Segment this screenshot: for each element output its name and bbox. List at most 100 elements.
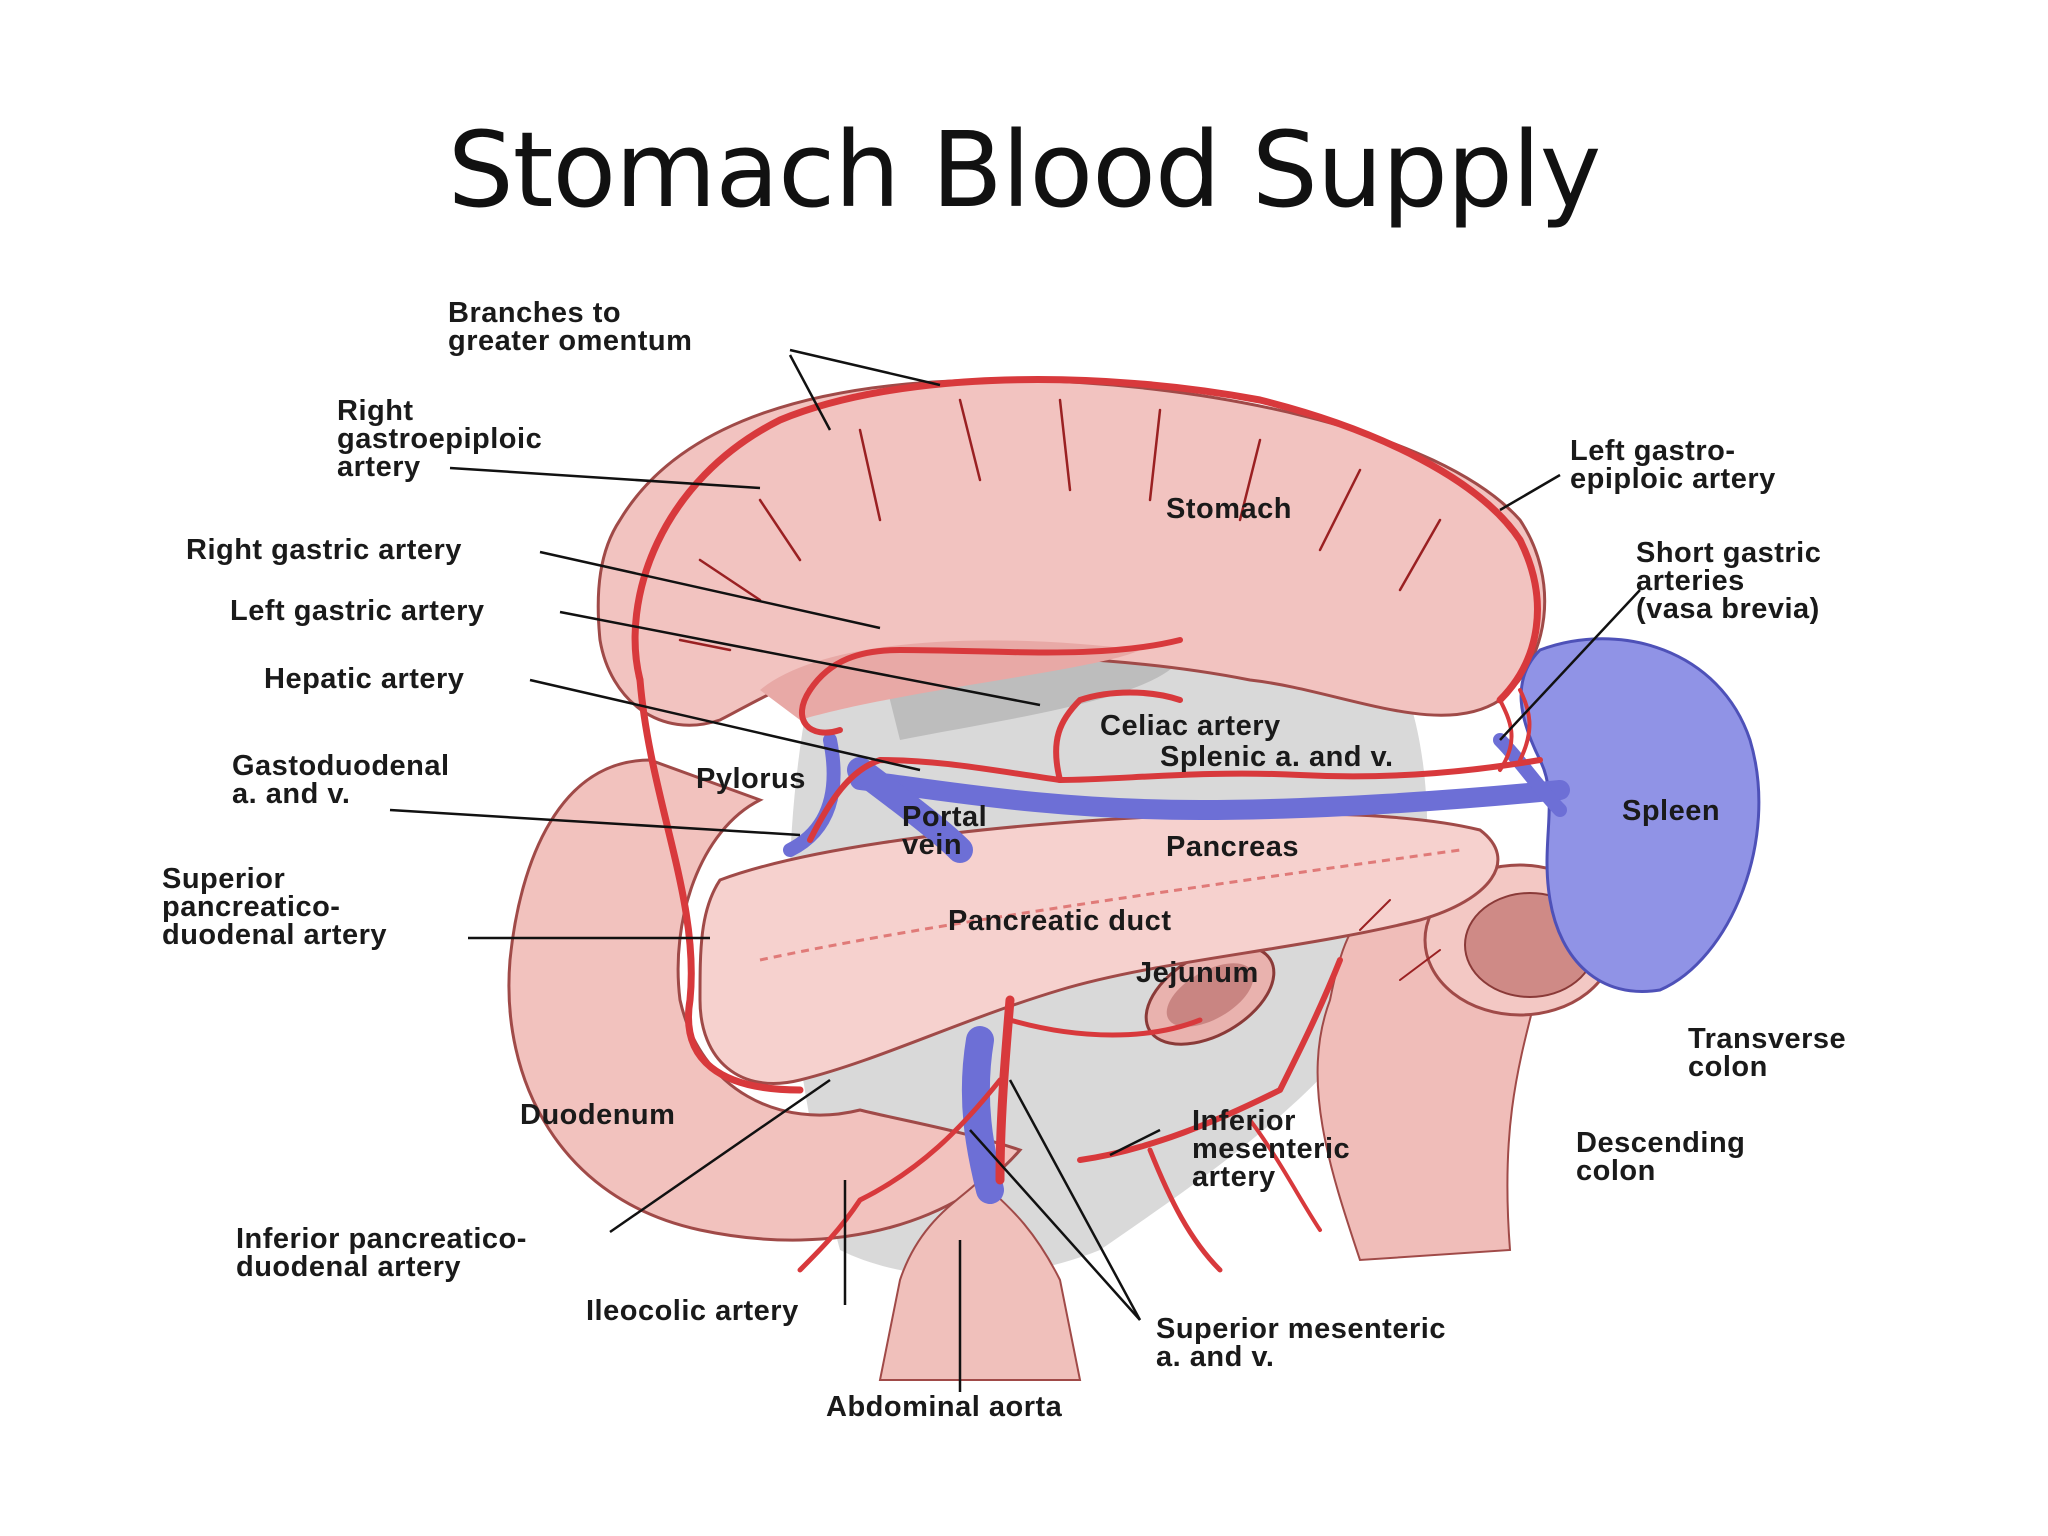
label-line: duodenal artery: [236, 1251, 461, 1283]
label-left-gastric: Left gastric artery: [230, 595, 485, 627]
label-line: Branches to: [448, 297, 621, 329]
label-line: vein: [902, 829, 962, 861]
label-line: a. and v.: [1156, 1341, 1274, 1373]
label-line: Superior: [162, 863, 285, 895]
label-short-gastric: Short gastric arteries (vasa brevia): [1636, 537, 1821, 625]
label-stomach: Stomach: [1166, 493, 1292, 525]
label-celiac: Celiac artery: [1100, 710, 1281, 742]
label-line: Gastoduodenal: [232, 750, 450, 782]
label-line: Inferior: [1192, 1105, 1296, 1137]
label-line: Right: [337, 395, 414, 427]
label-inf-mesenteric: Inferior mesenteric artery: [1192, 1105, 1350, 1193]
label-left-gastroepiploic: Left gastro- epiploic artery: [1570, 435, 1776, 495]
leader-branches-omentum-1: [789, 348, 941, 387]
label-line: artery: [337, 451, 421, 483]
label-right-gastric: Right gastric artery: [186, 534, 462, 566]
label-abdominal-aorta: Abdominal aorta: [826, 1391, 1063, 1423]
svg-text:pancreatico-: pancreatico-: [162, 891, 340, 923]
svg-text:Superior mesenteric: Superior mesenteric: [1156, 1313, 1446, 1345]
label-line: arteries: [1636, 565, 1745, 597]
label-line: epiploic artery: [1570, 463, 1776, 495]
label-hepatic: Hepatic artery: [264, 663, 464, 695]
label-line: greater omentum: [448, 325, 692, 357]
svg-text:greater omentum: greater omentum: [448, 325, 692, 357]
svg-text:(vasa brevia): (vasa brevia): [1636, 593, 1820, 625]
label-branches-omentum: Branches to greater omentum: [448, 297, 692, 357]
label-line: Superior mesenteric: [1156, 1313, 1446, 1345]
label-pancreas: Pancreas: [1166, 831, 1299, 863]
label-line: gastroepiploic: [337, 423, 542, 455]
label-sup-mesenteric: Superior mesenteric a. and v.: [1156, 1313, 1446, 1373]
leader-gastroduodenal: [389, 808, 801, 837]
leader-inf-mesenteric: [1109, 1128, 1161, 1157]
svg-text:a. and v.: a. and v.: [232, 778, 350, 810]
svg-text:Right: Right: [337, 395, 414, 427]
leader-hepatic: [529, 678, 921, 772]
svg-text:epiploic artery: epiploic artery: [1570, 463, 1776, 495]
svg-text:Gastoduodenal: Gastoduodenal: [232, 750, 450, 782]
leader-inf-pancreaticoduodenal: [609, 1078, 831, 1234]
label-gastroduodenal: Gastoduodenal a. and v.: [232, 750, 450, 810]
leader-sup-mesenteric-2: [1008, 1079, 1142, 1321]
label-descending-colon: Descending colon: [1576, 1127, 1745, 1187]
label-inf-pancreaticoduodenal: Inferior pancreatico- duodenal artery: [236, 1223, 527, 1283]
leader-left-gastric: [559, 610, 1041, 707]
svg-text:vein: vein: [902, 829, 962, 861]
label-line: pancreatico-: [162, 891, 340, 923]
svg-text:Short gastric: Short gastric: [1636, 537, 1821, 569]
label-line: Inferior pancreatico-: [236, 1223, 527, 1255]
label-line: colon: [1576, 1155, 1656, 1187]
svg-text:colon: colon: [1576, 1155, 1656, 1187]
leader-right-gastroepiploic: [449, 466, 761, 490]
leader-left-gastroepiploic: [1499, 473, 1561, 512]
label-line: duodenal artery: [162, 919, 387, 951]
label-splenic: Splenic a. and v.: [1160, 741, 1394, 773]
label-sup-pancreaticoduodenal: Superior pancreatico- duodenal artery: [162, 863, 387, 951]
leader-short-gastric: [1499, 589, 1641, 741]
svg-text:Branches to: Branches to: [448, 297, 621, 329]
label-pylorus: Pylorus: [696, 763, 806, 795]
label-ileocolic: Ileocolic artery: [586, 1295, 799, 1327]
svg-text:gastroepiploic: gastroepiploic: [337, 423, 542, 455]
label-line: Short gastric: [1636, 537, 1821, 569]
svg-text:artery: artery: [337, 451, 421, 483]
svg-text:Superior: Superior: [162, 863, 285, 895]
leader-branches-omentum-2: [788, 354, 832, 431]
svg-text:Transverse: Transverse: [1688, 1023, 1846, 1055]
svg-text:mesenteric: mesenteric: [1192, 1133, 1350, 1165]
leader-lines: [389, 348, 1641, 1392]
label-line: Portal: [902, 801, 987, 833]
label-jejunum: Jejunum: [1136, 957, 1259, 989]
label-portal-vein: Portal vein: [902, 801, 987, 861]
svg-text:Portal: Portal: [902, 801, 987, 833]
svg-text:Descending: Descending: [1576, 1127, 1745, 1159]
slide-title: Stomach Blood Supply: [447, 109, 1602, 231]
svg-text:duodenal artery: duodenal artery: [236, 1251, 461, 1283]
anatomy-drawing: [507, 376, 1761, 1381]
label-transverse-colon: Transverse colon: [1688, 1023, 1846, 1083]
label-spleen: Spleen: [1622, 795, 1720, 827]
label-line: Descending: [1576, 1127, 1745, 1159]
svg-text:a. and v.: a. and v.: [1156, 1341, 1274, 1373]
svg-text:artery: artery: [1192, 1161, 1276, 1193]
svg-text:arteries: arteries: [1636, 565, 1745, 597]
label-duodenum: Duodenum: [520, 1099, 675, 1131]
label-line: colon: [1688, 1051, 1768, 1083]
label-line: artery: [1192, 1161, 1276, 1193]
label-line: mesenteric: [1192, 1133, 1350, 1165]
svg-text:Inferior: Inferior: [1192, 1105, 1296, 1137]
leader-right-gastric: [539, 550, 881, 630]
label-pancreatic-duct: Pancreatic duct: [948, 905, 1171, 937]
label-line: (vasa brevia): [1636, 593, 1820, 625]
leader-sup-mesenteric-1: [969, 1129, 1141, 1321]
svg-text:Inferior pancreatico-: Inferior pancreatico-: [236, 1223, 527, 1255]
label-right-gastroepiploic: Right gastroepiploic artery: [337, 395, 542, 483]
svg-text:duodenal artery: duodenal artery: [162, 919, 387, 951]
label-line: a. and v.: [232, 778, 350, 810]
svg-text:colon: colon: [1688, 1051, 1768, 1083]
svg-text:Left gastro-: Left gastro-: [1570, 435, 1736, 467]
label-line: Transverse: [1688, 1023, 1846, 1055]
label-line: Left gastro-: [1570, 435, 1736, 467]
